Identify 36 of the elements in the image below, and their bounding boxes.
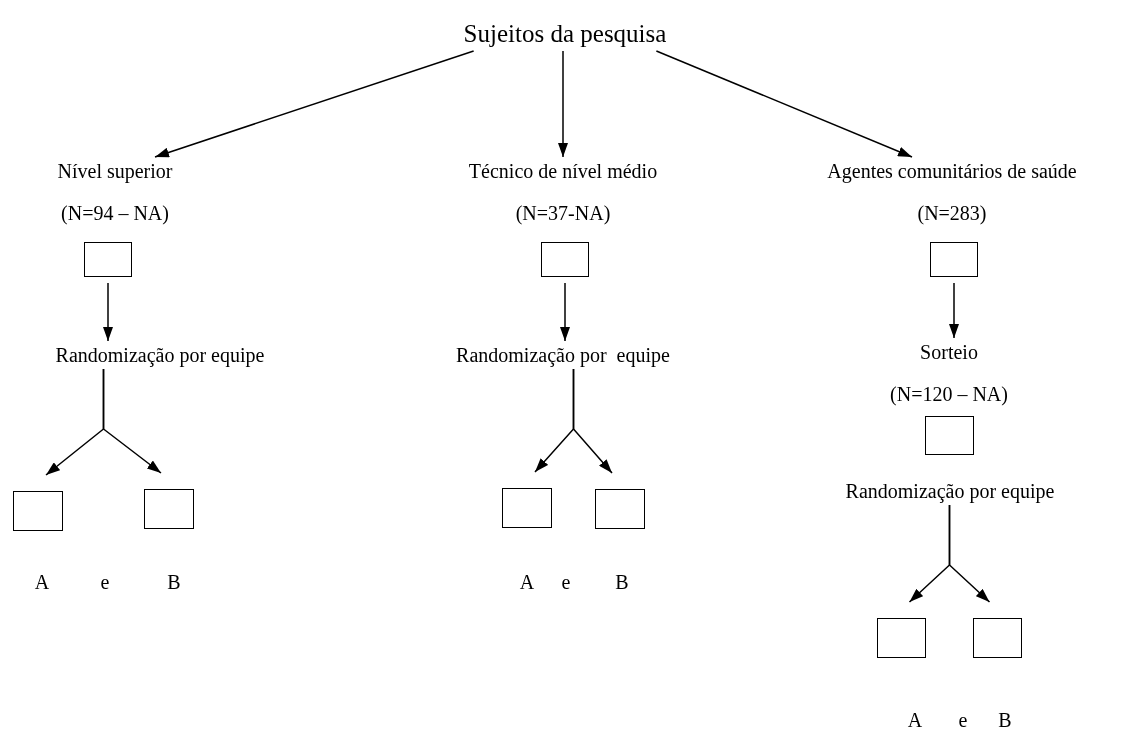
- step-label: Sorteio (N=120 – NA): [890, 340, 1008, 406]
- arrow: [558, 50, 568, 158]
- group-letter: B: [615, 570, 629, 594]
- empty-box: [930, 242, 978, 277]
- empty-box: [877, 618, 926, 658]
- step-label: Agentes comunitários de saúde (N=283): [827, 159, 1077, 225]
- arrow: [948, 504, 991, 603]
- empty-box: [973, 618, 1022, 658]
- group-letter: e: [561, 570, 571, 594]
- arrow: [572, 368, 613, 474]
- empty-box: [925, 416, 974, 455]
- arrow: [655, 50, 913, 158]
- empty-box: [595, 489, 645, 529]
- group-letter: B: [167, 570, 181, 594]
- empty-box: [144, 489, 194, 529]
- empty-box: [541, 242, 589, 277]
- arrow: [949, 282, 959, 339]
- group-letter: A: [34, 570, 50, 594]
- arrow: [103, 282, 113, 342]
- step-label: Randomização por equipe: [456, 343, 670, 367]
- step-label: Técnico de nível médio (N=37-NA): [468, 159, 658, 225]
- group-letter: e: [958, 708, 968, 731]
- heading-text: Sujeitos da pesquisa: [463, 19, 667, 49]
- group-letter: B: [998, 708, 1012, 731]
- step-label: Randomização por equipe: [845, 479, 1055, 503]
- arrow: [154, 50, 475, 158]
- arrow: [102, 368, 162, 474]
- group-letter: A: [907, 708, 923, 731]
- empty-box: [84, 242, 132, 277]
- empty-box: [13, 491, 63, 531]
- arrow: [560, 282, 570, 342]
- group-letter: e: [100, 570, 110, 594]
- group-letter: A: [519, 570, 535, 594]
- step-label: Nível superior (N=94 – NA): [57, 159, 173, 225]
- step-label: Randomização por equipe: [55, 343, 265, 367]
- empty-box: [502, 488, 552, 528]
